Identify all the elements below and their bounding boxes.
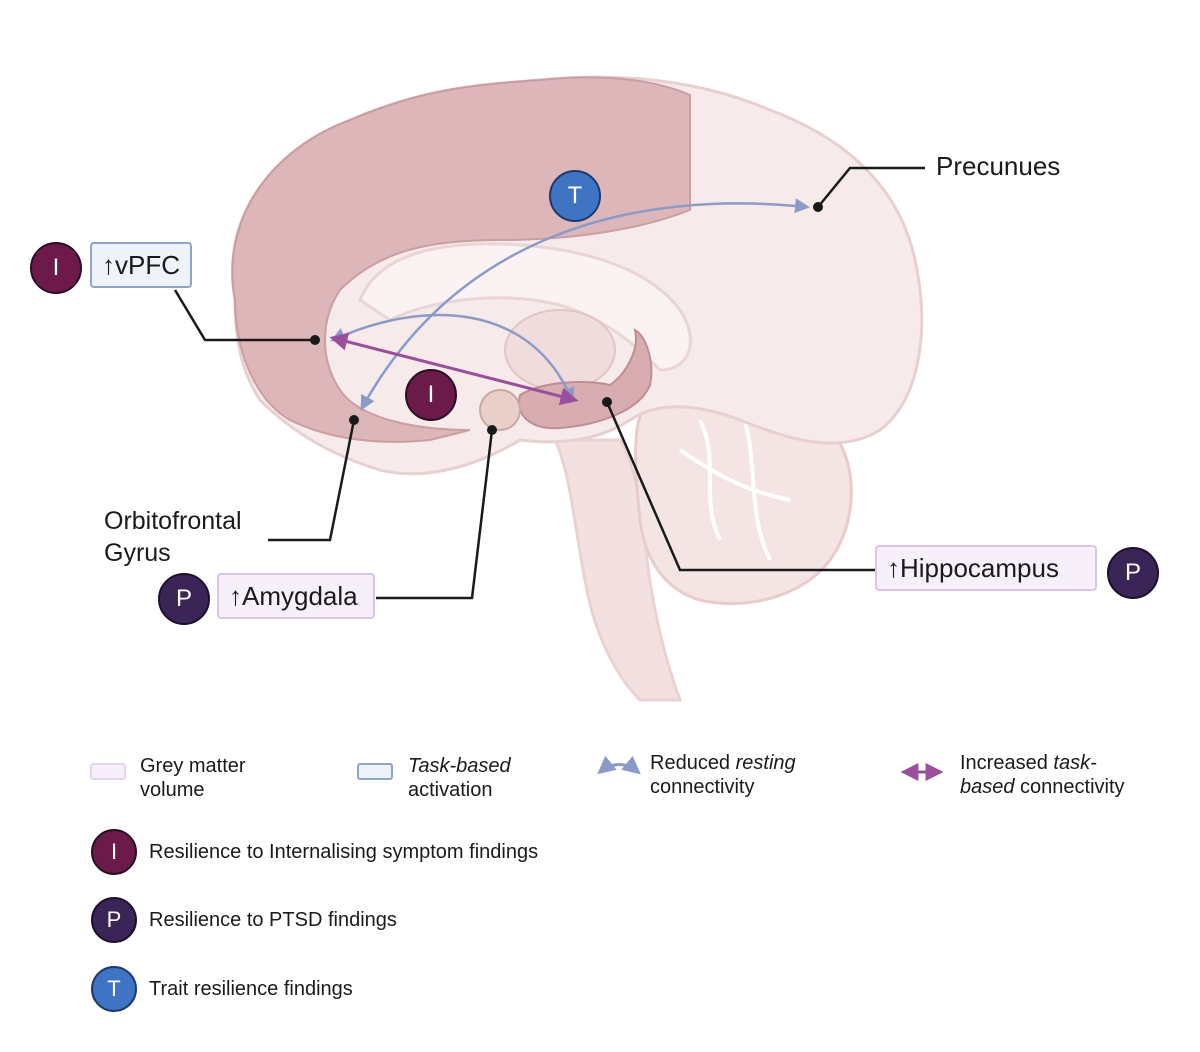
hippocampus-label: ↑Hippocampus [875,545,1097,591]
amygdala-label: ↑Amygdala [217,573,375,619]
trait-badge-brain: T [549,170,601,222]
leader-ofg [268,419,356,542]
legend-internalising-text: Resilience to Internalising symptom find… [149,841,539,863]
hippocampus-badge-ptsd: P [1107,547,1159,599]
orbitofrontal-label: Orbitofrontal Gyrus [104,507,242,567]
precuneus-label: Precunues [936,151,1061,181]
task-arrow-vpfc-hippocampus [329,332,579,406]
amygdala-shape [479,389,521,431]
vpfc-badge-internalising: I [30,242,82,294]
legend-task-activation-swatch [357,763,393,780]
up-arrow-icon: ↑ [229,580,242,611]
legend-task-activation-text: Task-based activation [408,755,511,801]
vpfc-label: ↑vPFC [90,242,192,288]
internalising-badge-brain: I [405,369,457,421]
legend-trait-text: Trait resilience findings [149,978,353,1000]
legend-reduced-resting-text: Reduced resting connectivity [650,752,796,798]
legend-increased-task-text: Increased task- based connectivity [960,752,1125,798]
up-arrow-icon: ↑ [102,249,115,280]
legend-internalising-badge: I [91,829,137,875]
up-arrow-icon: ↑ [887,552,900,583]
legend-grey-matter-text: Grey matter volume [140,755,246,801]
legend-ptsd-text: Resilience to PTSD findings [149,909,397,931]
legend-ptsd-badge: P [91,897,137,943]
amygdala-badge-ptsd: P [158,573,210,625]
leader-hippocampus [605,401,876,572]
legend-trait-badge: T [91,966,137,1012]
leader-vpfc [173,289,315,342]
legend-grey-matter-swatch [90,763,126,780]
leader-amygdala [376,429,494,600]
legend-resting-arrow-icon [597,755,641,775]
leader-precuneus [817,166,925,208]
